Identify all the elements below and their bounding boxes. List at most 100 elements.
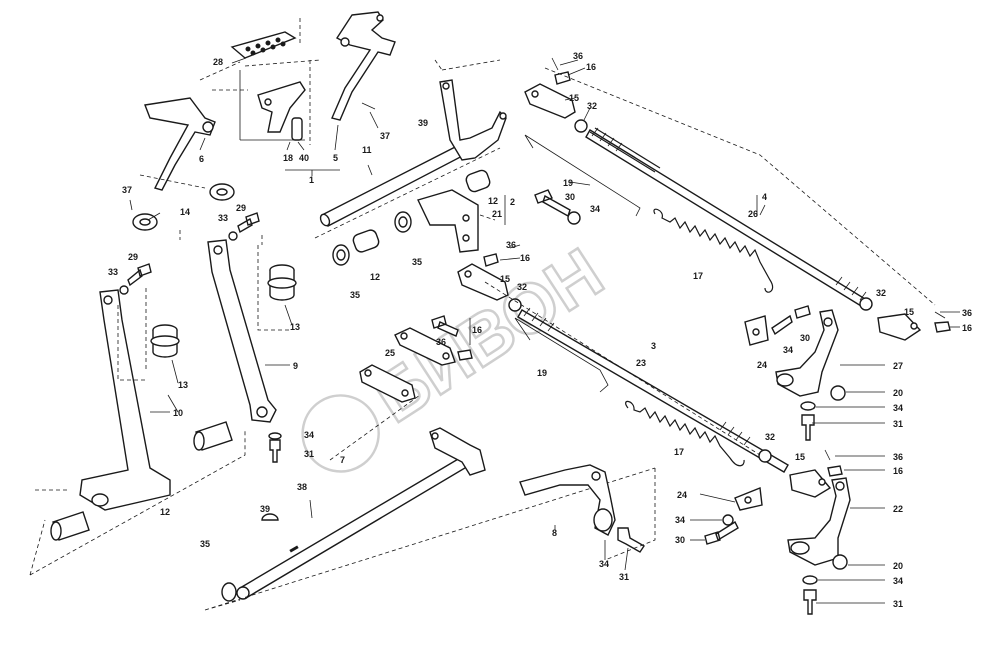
callout-5: 5 [333, 153, 338, 163]
pedal-pad-28 [230, 31, 297, 59]
bolt-31-a [801, 414, 815, 441]
clevis-15-d [789, 469, 832, 498]
washer-34-g [802, 575, 818, 585]
callout-30-a: 30 [565, 192, 575, 202]
link-25-a [394, 327, 456, 366]
callout-16-c: 16 [962, 323, 972, 333]
shaft-group [314, 59, 507, 266]
rod-19-a [524, 134, 641, 217]
nut-32-d [758, 449, 772, 463]
lever-8-group [519, 464, 763, 561]
bolt-16-d [457, 349, 473, 361]
callout-3: 3 [651, 341, 656, 351]
callout-29-b: 29 [128, 252, 138, 262]
callout-34-a: 34 [590, 204, 600, 214]
callout-32-b: 32 [517, 282, 527, 292]
rubber-13-a [150, 324, 180, 358]
callout-35-a: 35 [350, 290, 360, 300]
callout-36-d: 36 [436, 337, 446, 347]
bolt-30-b [771, 305, 811, 336]
bolt-29-a [237, 212, 260, 234]
callout-8: 8 [552, 528, 557, 538]
callout-16-b: 16 [520, 253, 530, 263]
callout-33-a: 33 [218, 213, 228, 223]
shaft-lever-arm [439, 79, 507, 161]
callout-31-c: 31 [619, 572, 629, 582]
spring-17-b [625, 400, 745, 467]
bolt-30-c [704, 520, 739, 545]
callout-2: 2 [510, 197, 515, 207]
washer-34-c [800, 401, 816, 411]
nut-32-c [859, 297, 873, 311]
callout-4: 4 [762, 192, 767, 202]
callout-29-a: 29 [236, 203, 246, 213]
callout-7: 7 [340, 455, 345, 465]
callout-37-a: 37 [380, 131, 390, 141]
callout-10: 10 [173, 408, 183, 418]
callout-17-b: 17 [674, 447, 684, 457]
callout-15-a: 15 [569, 93, 579, 103]
shaft-7 [239, 454, 471, 599]
callout-12-a: 12 [370, 272, 380, 282]
bolt-16-c [934, 321, 951, 333]
washer-34-a [567, 211, 581, 225]
callout-34-b: 34 [783, 345, 793, 355]
callout-12-b: 12 [488, 196, 498, 206]
callout-20-b: 20 [893, 561, 903, 571]
bolt-30-a2 [431, 315, 459, 337]
brake-arm-group [744, 305, 851, 615]
callout-labels: 28 6 18 40 1 5 37 39 11 36 16 15 32 37 1… [108, 51, 972, 609]
spring-17-a [653, 208, 774, 293]
key-39-b [261, 513, 279, 521]
callout-36-c: 36 [962, 308, 972, 318]
callout-36-b: 36 [506, 240, 516, 250]
washer-34-d [268, 432, 282, 440]
link-25-b [359, 364, 416, 403]
callout-20-a: 20 [893, 388, 903, 398]
callout-19-a: 19 [563, 178, 573, 188]
bolt-16-a [554, 71, 571, 85]
washer-20-b [832, 554, 848, 570]
callout-32-c: 32 [876, 288, 886, 298]
washer-35-c [221, 582, 237, 602]
rod-26-thread [591, 127, 867, 301]
callout-12-c: 12 [160, 507, 170, 517]
callout-30-c: 30 [675, 535, 685, 545]
callout-14: 14 [180, 207, 190, 217]
upper-rod-group [524, 57, 951, 341]
bolt-16-e [827, 465, 843, 477]
callout-6: 6 [199, 154, 204, 164]
bushing-12 [465, 169, 491, 193]
callout-32-a: 32 [587, 101, 597, 111]
callout-28: 28 [213, 57, 223, 67]
callout-15-b: 15 [500, 274, 510, 284]
callout-21: 21 [492, 209, 502, 219]
arm-27 [775, 309, 839, 397]
link-and-shaft-group [204, 327, 656, 611]
callout-19-b: 19 [537, 368, 547, 378]
rubber-13-b [267, 264, 297, 301]
callout-35-c: 35 [200, 539, 210, 549]
callout-22: 22 [893, 504, 903, 514]
callout-13-a: 13 [290, 322, 300, 332]
callout-37-b: 37 [122, 185, 132, 195]
bolt-31-d [803, 589, 817, 615]
watermark-logo-icon [301, 394, 380, 473]
callout-31-d: 31 [893, 599, 903, 609]
lever-8 [519, 464, 616, 536]
callout-15-c: 15 [904, 307, 914, 317]
callout-24-a: 24 [757, 360, 767, 370]
callout-33-b: 33 [108, 267, 118, 277]
cotter-pin-37 [361, 102, 376, 110]
rod-26 [585, 129, 871, 310]
bolt-31-c [617, 527, 645, 553]
nut-33-b [119, 285, 129, 295]
clevis-15-a [524, 83, 576, 119]
bolt-29-b [127, 263, 152, 287]
nut-32-a [574, 119, 588, 133]
callout-13-b: 13 [178, 380, 188, 390]
nut-33-a [228, 231, 238, 241]
lower-rod-group [431, 214, 843, 498]
callout-26: 26 [748, 209, 758, 219]
